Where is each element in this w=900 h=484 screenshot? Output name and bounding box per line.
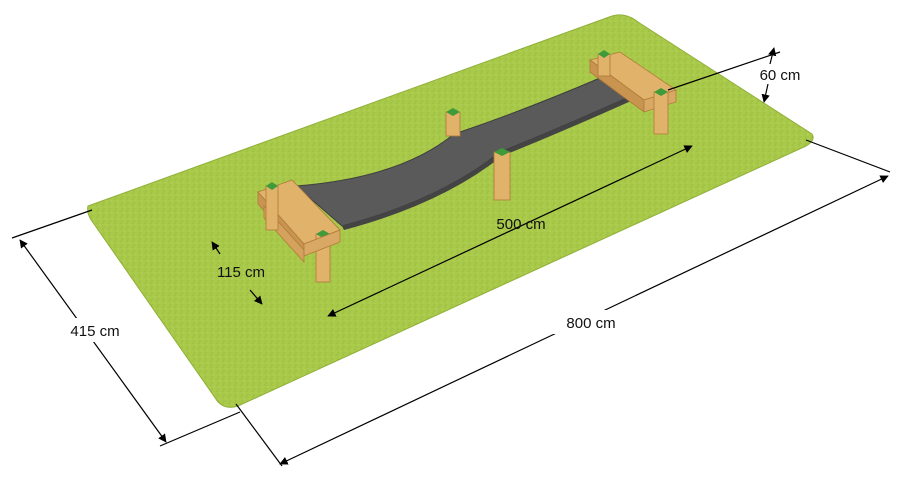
right-platform [589, 50, 677, 135]
dimension-bridge-width [211, 241, 263, 305]
width-label: 800 cm [566, 315, 615, 332]
grass-mat [87, 14, 814, 408]
depth-label-bg [58, 318, 132, 342]
dimension-height [667, 47, 781, 103]
middle-post-front [493, 148, 511, 201]
dimension-bridge-length [327, 145, 693, 317]
height-label: 60 cm [760, 67, 801, 84]
width-label-bg [553, 310, 629, 334]
bridge-width-label: 115 cm [217, 264, 265, 281]
bridge-length-label: 500 cm [496, 216, 545, 233]
depth-label: 415 cm [70, 323, 119, 340]
middle-post-back [445, 108, 461, 137]
